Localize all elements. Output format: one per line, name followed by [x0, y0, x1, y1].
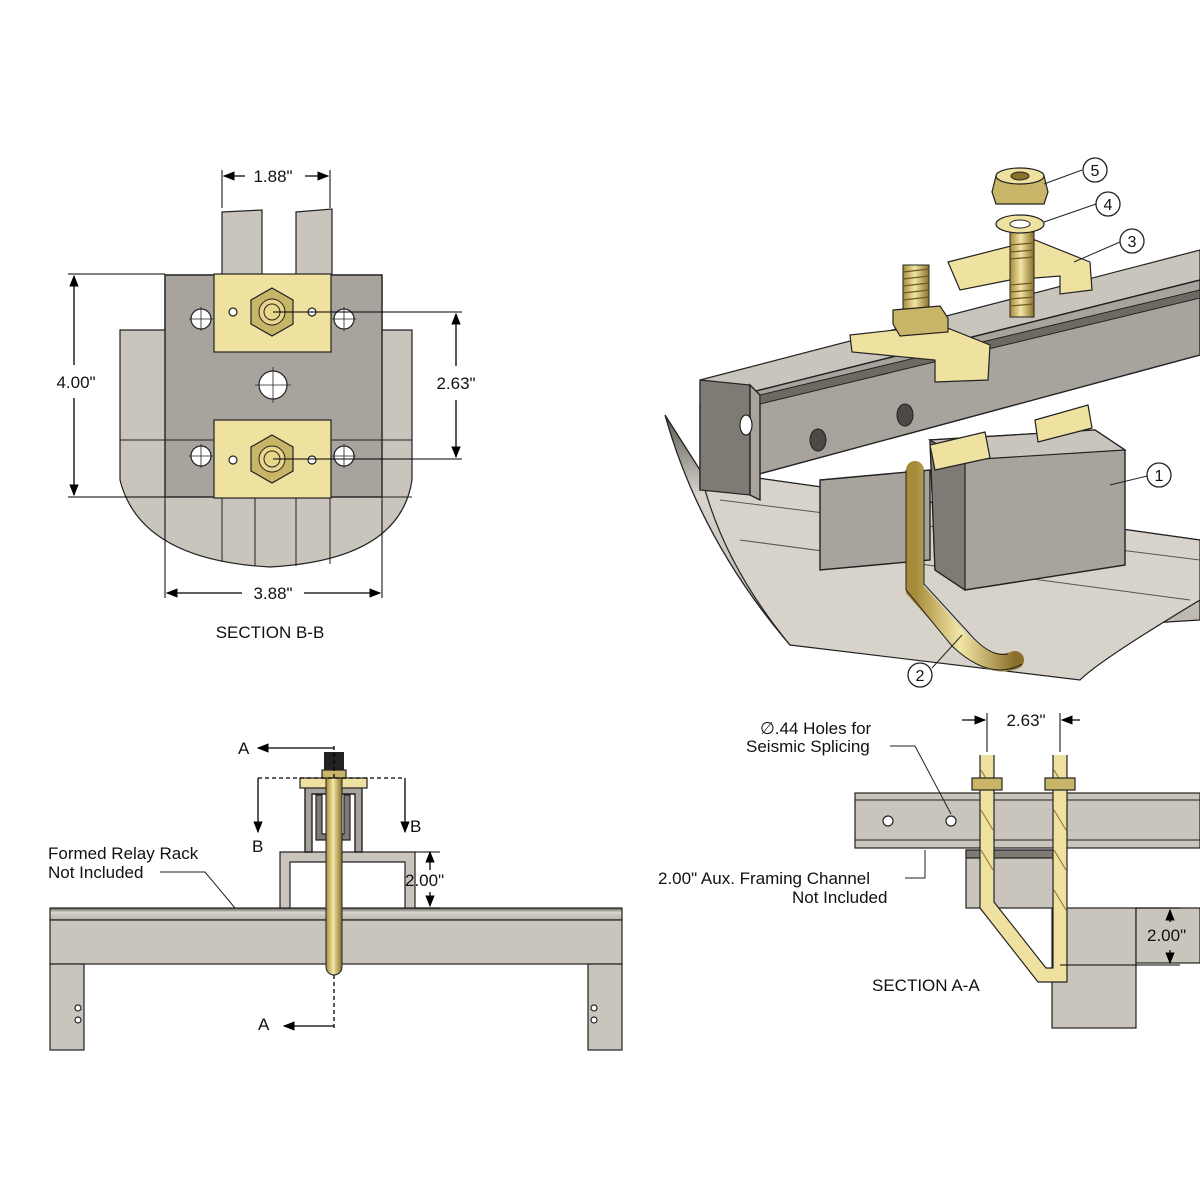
front-view: A A B B 2.00" Formed Relay Rack Not Incl… [48, 739, 623, 1051]
u-bolt [980, 755, 1067, 982]
callout-2: 2 [916, 668, 925, 685]
isometric-view: 5 4 3 1 2 [664, 157, 1200, 688]
holes-note-line1: ∅.44 Holes for [760, 719, 872, 738]
section-mark-a-bottom: A [258, 1015, 270, 1034]
rack-note-line1: Formed Relay Rack [48, 844, 199, 863]
callout-5: 5 [1091, 163, 1100, 180]
section-bb-view: 1.88" 4.00" 2.63" 3.88" SECTION B-B [56, 167, 475, 642]
dim-bolt-spacing: 2.63" [436, 374, 475, 393]
callout-4: 4 [1104, 197, 1113, 214]
section-mark-a-top: A [238, 739, 250, 758]
section-aa-view: 2.63" 2.00" ∅.44 Holes for Seismic Splic… [658, 711, 1200, 1029]
dim-width-top: 1.88" [253, 167, 292, 186]
holes-note-line2: Seismic Splicing [746, 737, 870, 756]
nut-part-5 [991, 167, 1049, 205]
section-bb-title: SECTION B-B [216, 623, 325, 642]
j-bolt-rod [325, 769, 343, 976]
callout-3: 3 [1128, 234, 1137, 251]
rack-note-line2: Not Included [48, 863, 143, 882]
dim-height: 4.00" [56, 373, 95, 392]
hex-nut-icon [250, 287, 294, 484]
section-mark-b-left: B [252, 837, 263, 856]
channel-note-line1: 2.00" Aux. Framing Channel [658, 869, 870, 888]
dim-width-bottom: 3.88" [253, 584, 292, 603]
dim-channel-height: 2.00" [405, 871, 444, 890]
dim-aa-side: 2.00" [1147, 926, 1186, 945]
j-bolt [906, 461, 1024, 672]
channel-note-line2: Not Included [792, 888, 887, 907]
section-aa-title: SECTION A-A [872, 976, 980, 995]
clamp-part-3 [947, 231, 1093, 318]
section-mark-b-right: B [410, 817, 421, 836]
callout-1: 1 [1155, 468, 1164, 485]
dim-aa-top: 2.63" [1006, 711, 1045, 730]
